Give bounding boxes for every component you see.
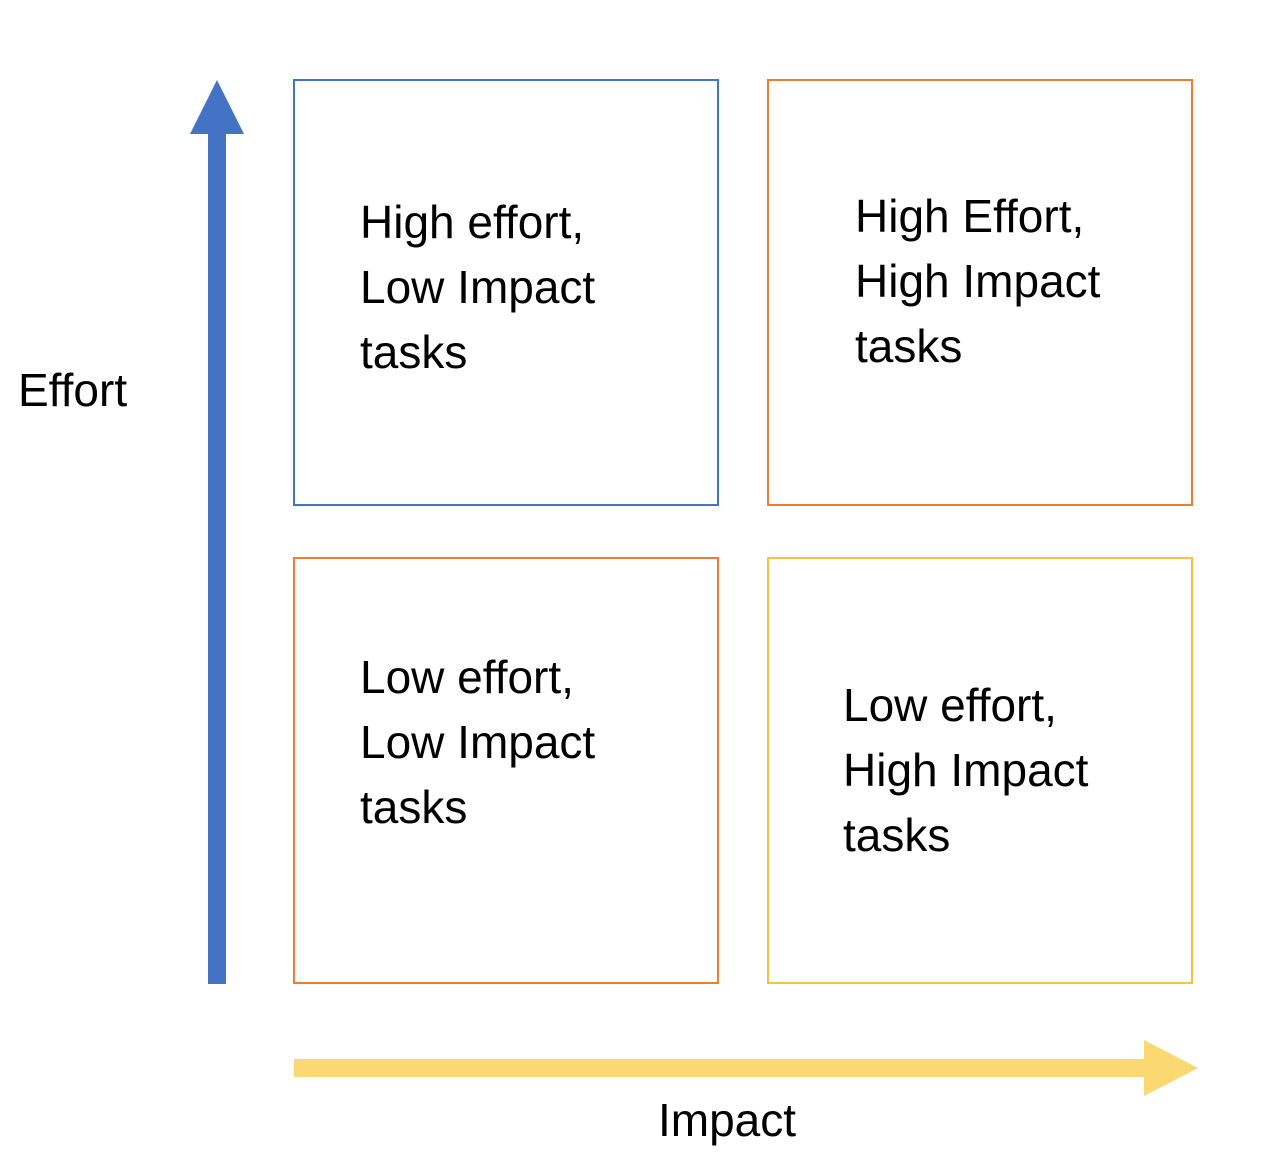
quadrant-label-line: High Effort,	[855, 190, 1085, 242]
quadrant-label-line: High Impact	[843, 744, 1089, 796]
impact-axis-arrow	[294, 1040, 1198, 1096]
quadrant-label-line: tasks	[360, 781, 468, 833]
quadrant-low-effort-low-impact	[293, 557, 719, 984]
quadrant-low-effort-high-impact	[767, 557, 1193, 984]
quadrant-low-effort-high-impact-label: Low effort, High Impact tasks	[843, 673, 1088, 868]
impact-axis-label: Impact	[658, 1094, 797, 1146]
quadrant-label-line: Low effort,	[843, 679, 1057, 731]
effort-arrow-shape	[190, 80, 244, 984]
quadrant-label-line: tasks	[855, 320, 963, 372]
quadrant-label-line: tasks	[360, 326, 468, 378]
quadrant-label-line: High Impact	[855, 255, 1101, 307]
effort-axis-label: Effort	[18, 364, 128, 416]
quadrant-high-effort-low-impact-label: High effort, Low Impact tasks	[360, 190, 595, 385]
quadrant-low-effort-low-impact-label: Low effort, Low Impact tasks	[360, 645, 595, 840]
quadrant-label-line: tasks	[843, 809, 951, 861]
quadrant-label-line: High effort,	[360, 196, 585, 248]
quadrant-high-effort-high-impact-label: High Effort, High Impact tasks	[855, 184, 1100, 379]
impact-arrow-shape	[294, 1040, 1198, 1096]
quadrant-high-effort-low-impact	[293, 79, 719, 506]
quadrant-label-line: Low Impact	[360, 716, 596, 768]
quadrant-high-effort-high-impact	[767, 79, 1193, 506]
quadrant-label-line: Low Impact	[360, 261, 596, 313]
effort-axis-arrow	[190, 80, 244, 984]
quadrant-label-line: Low effort,	[360, 651, 574, 703]
